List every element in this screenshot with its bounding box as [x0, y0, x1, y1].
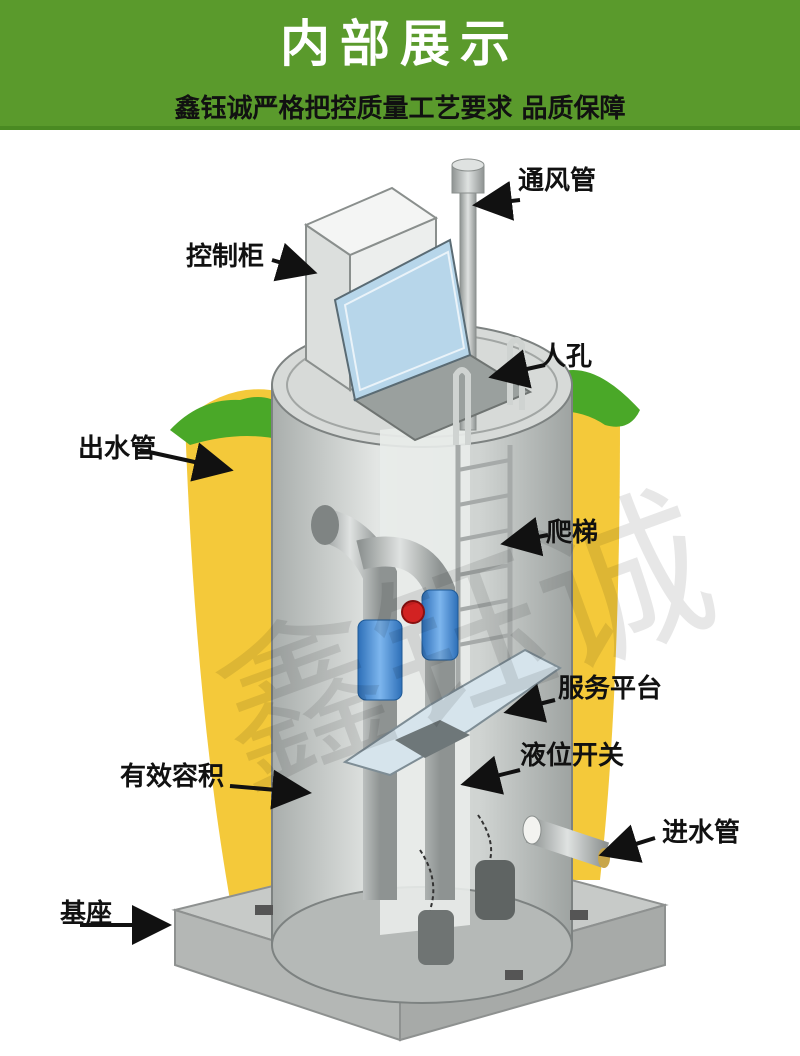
arrow-control-cabinet [272, 260, 306, 270]
label-inlet-pipe: 进水管 [662, 812, 740, 849]
label-effective-volume: 有效容积 [120, 756, 224, 793]
label-vent-pipe: 通风管 [518, 160, 596, 197]
arrow-inlet-pipe [610, 838, 655, 852]
label-ladder: 爬梯 [546, 512, 598, 549]
label-service-platform: 服务平台 [558, 668, 662, 705]
label-control-cabinet: 控制柜 [186, 236, 264, 273]
arrow-vent-pipe [484, 200, 520, 204]
label-base: 基座 [60, 893, 112, 930]
label-level-switch: 液位开关 [520, 735, 624, 772]
label-outlet-pipe: 出水管 [78, 428, 156, 465]
label-manhole: 人孔 [540, 336, 592, 373]
